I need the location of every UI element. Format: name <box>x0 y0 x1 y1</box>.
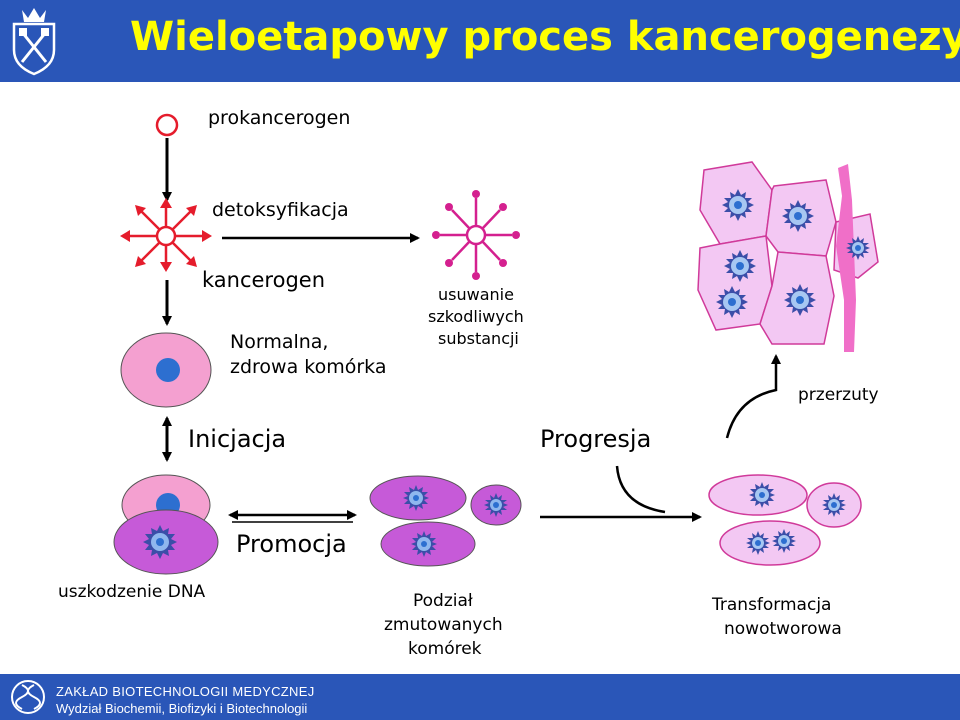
metastasis-tissue <box>697 161 879 352</box>
label-normal-cell-1: Normalna, <box>230 331 328 353</box>
label-inicjacja: Inicjacja <box>188 425 286 453</box>
arrow-metastasis <box>725 354 781 439</box>
procarcinogen-molecule <box>155 113 179 137</box>
carcinogenesis-diagram: prokancerogen detoksyfikacja kancerogen … <box>58 107 879 659</box>
carcinogen-molecule <box>120 198 212 272</box>
label-dna-damage: uszkodzenie DNA <box>58 582 206 602</box>
label-division-2: zmutowanych <box>384 615 503 635</box>
transformed-cells <box>708 474 862 566</box>
label-progresja: Progresja <box>540 425 651 453</box>
dividing-cells <box>369 475 522 567</box>
university-crest-icon <box>12 8 56 76</box>
label-prokancerogen: prokancerogen <box>208 107 350 129</box>
dna-helix-icon <box>11 680 45 714</box>
footer-faculty: Wydział Biochemii, Biofizyki i Biotechno… <box>56 701 308 716</box>
label-removal-3: substancji <box>438 329 519 348</box>
label-detoksyfikacja: detoksyfikacja <box>212 199 349 221</box>
label-division-1: Podział <box>413 591 473 611</box>
label-transformation-1: Transformacja <box>711 595 831 615</box>
label-removal-2: szkodliwych <box>428 307 524 326</box>
page-title: Wieloetapowy proces kancerogenezy <box>130 14 960 60</box>
label-normal-cell-2: zdrowa komórka <box>230 356 386 378</box>
label-promocja: Promocja <box>236 530 347 558</box>
label-przerzuty: przerzuty <box>798 385 879 405</box>
label-removal-1: usuwanie <box>438 285 514 304</box>
label-transformation-2: nowotworowa <box>724 619 842 639</box>
footer-bar: ZAKŁAD BIOTECHNOLOGII MEDYCZNEJ Wydział … <box>0 674 960 720</box>
progression-curve <box>615 465 666 514</box>
normal-cell <box>120 332 212 408</box>
label-division-3: komórek <box>408 639 482 659</box>
detoxified-molecule <box>432 190 520 280</box>
mutated-nucleus <box>143 525 177 559</box>
label-kancerogen: kancerogen <box>202 268 325 292</box>
footer-department: ZAKŁAD BIOTECHNOLOGII MEDYCZNEJ <box>56 684 315 699</box>
blood-vessel <box>836 164 856 352</box>
header-bar: Wieloetapowy proces kancerogenezy <box>0 0 960 82</box>
damaged-cell-group <box>113 474 219 575</box>
